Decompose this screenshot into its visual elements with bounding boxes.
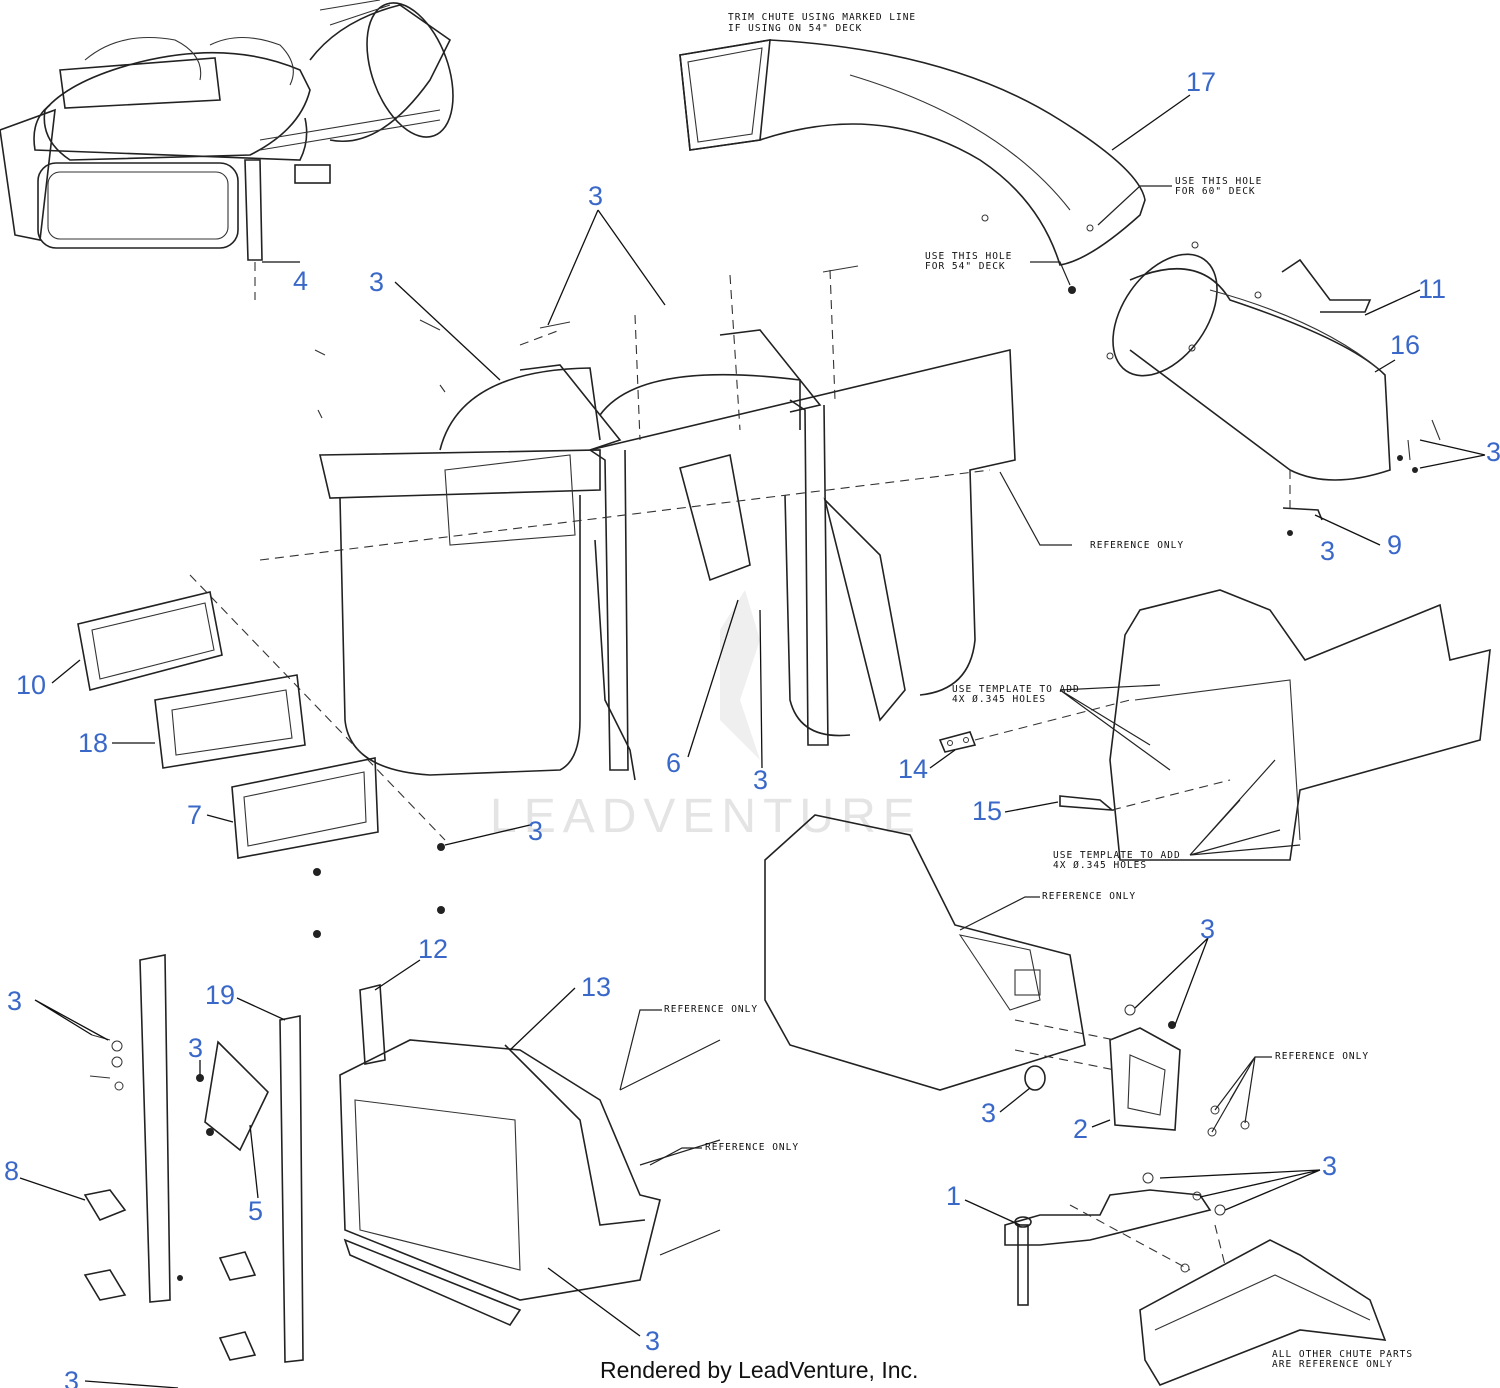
callout-12[interactable]: 12 (418, 934, 448, 964)
reference-only-note-5: REFERENCE ONLY (705, 1142, 799, 1153)
callout-3-bottom-center[interactable]: 3 (645, 1326, 660, 1356)
hole-60-note-line2: FOR 60" DECK (1175, 186, 1256, 197)
callout-3-bracket-2-left[interactable]: 3 (981, 1098, 996, 1128)
chute-part-16 (1106, 241, 1441, 536)
callout-10[interactable]: 10 (16, 670, 46, 700)
callout-14[interactable]: 14 (898, 754, 928, 784)
callout-leaders (19, 94, 1486, 1388)
callout-16[interactable]: 16 (1390, 330, 1420, 360)
callout-3-gasket-nuts[interactable]: 3 (528, 816, 543, 846)
callout-7[interactable]: 7 (187, 800, 202, 830)
callout-3-top-left[interactable]: 3 (369, 267, 384, 297)
small-brackets (938, 699, 1231, 811)
callout-3-chute-right[interactable]: 3 (1486, 437, 1500, 467)
hole-54-note-line2: FOR 54" DECK (925, 261, 1006, 272)
other-parts-note-line1: ALL OTHER CHUTE PARTS (1272, 1349, 1413, 1360)
callout-1[interactable]: 1 (946, 1181, 961, 1211)
callout-3-bracket-2-top[interactable]: 3 (1200, 914, 1215, 944)
template-note-1-line1: USE TEMPLATE TO ADD (952, 684, 1080, 695)
callout-19[interactable]: 19 (205, 980, 235, 1010)
reference-only-note-3: REFERENCE ONLY (664, 1004, 758, 1015)
template-note-1-line2: 4X Ø.345 HOLES (952, 694, 1046, 705)
watermark: LEADVENTURE (490, 790, 922, 843)
callout-13[interactable]: 13 (581, 972, 611, 1002)
note-leaders (619, 185, 1301, 1166)
notes: TRIM CHUTE USING MARKED LINE IF USING ON… (664, 12, 1413, 1370)
reference-only-note-2: REFERENCE ONLY (1042, 891, 1136, 902)
blower-assembly (0, 0, 454, 300)
callout-4[interactable]: 4 (293, 266, 308, 296)
callout-3-frame-center[interactable]: 3 (753, 765, 768, 795)
callout-3-top-pins[interactable]: 3 (588, 181, 603, 211)
callout-18[interactable]: 18 (78, 728, 108, 758)
footer-credit: Rendered by LeadVenture, Inc. (600, 1357, 918, 1383)
chute-part-17 (679, 39, 1146, 294)
callout-3-left-bolts[interactable]: 3 (7, 986, 22, 1016)
callout-labels: 17 11 16 3 3 9 3 3 4 10 18 7 3 6 3 14 15… (4, 67, 1500, 1388)
callout-5[interactable]: 5 (248, 1196, 263, 1226)
hole-60-note-line1: USE THIS HOLE (1175, 176, 1262, 187)
lower-frame-assembly (83, 954, 721, 1363)
other-parts-note-line2: ARE REFERENCE ONLY (1272, 1359, 1393, 1370)
hopper-panel-upper (1109, 589, 1491, 861)
chute-plate-part-1 (1004, 1172, 1387, 1386)
callout-9[interactable]: 9 (1387, 530, 1402, 560)
callout-3-bottom-left[interactable]: 3 (64, 1366, 79, 1388)
callout-8[interactable]: 8 (4, 1156, 19, 1186)
callout-15[interactable]: 15 (972, 796, 1002, 826)
callout-6[interactable]: 6 (666, 748, 681, 778)
callout-11[interactable]: 11 (1418, 274, 1446, 304)
reference-only-note-1: REFERENCE ONLY (1090, 540, 1184, 551)
bagger-frame (189, 265, 1016, 938)
callout-3-plate-1[interactable]: 3 (1322, 1151, 1337, 1181)
callout-17[interactable]: 17 (1186, 67, 1216, 97)
template-note-2-line2: 4X Ø.345 HOLES (1053, 860, 1147, 871)
template-note-2-line1: USE TEMPLATE TO ADD (1053, 850, 1181, 861)
callout-3-plate-5[interactable]: 3 (188, 1033, 203, 1063)
reference-only-note-4: REFERENCE ONLY (1275, 1051, 1369, 1062)
trim-chute-note-line1: TRIM CHUTE USING MARKED LINE (728, 12, 916, 23)
gaskets (77, 591, 379, 859)
callout-3-bracket-9[interactable]: 3 (1320, 536, 1335, 566)
hopper-panel-lower (764, 814, 1086, 1091)
callout-2[interactable]: 2 (1073, 1114, 1088, 1144)
watermark-logo (720, 590, 760, 760)
hole-54-note-line1: USE THIS HOLE (925, 251, 1012, 262)
bracket-part-2 (1014, 1004, 1250, 1137)
trim-chute-note-line2: IF USING ON 54" DECK (728, 23, 862, 34)
